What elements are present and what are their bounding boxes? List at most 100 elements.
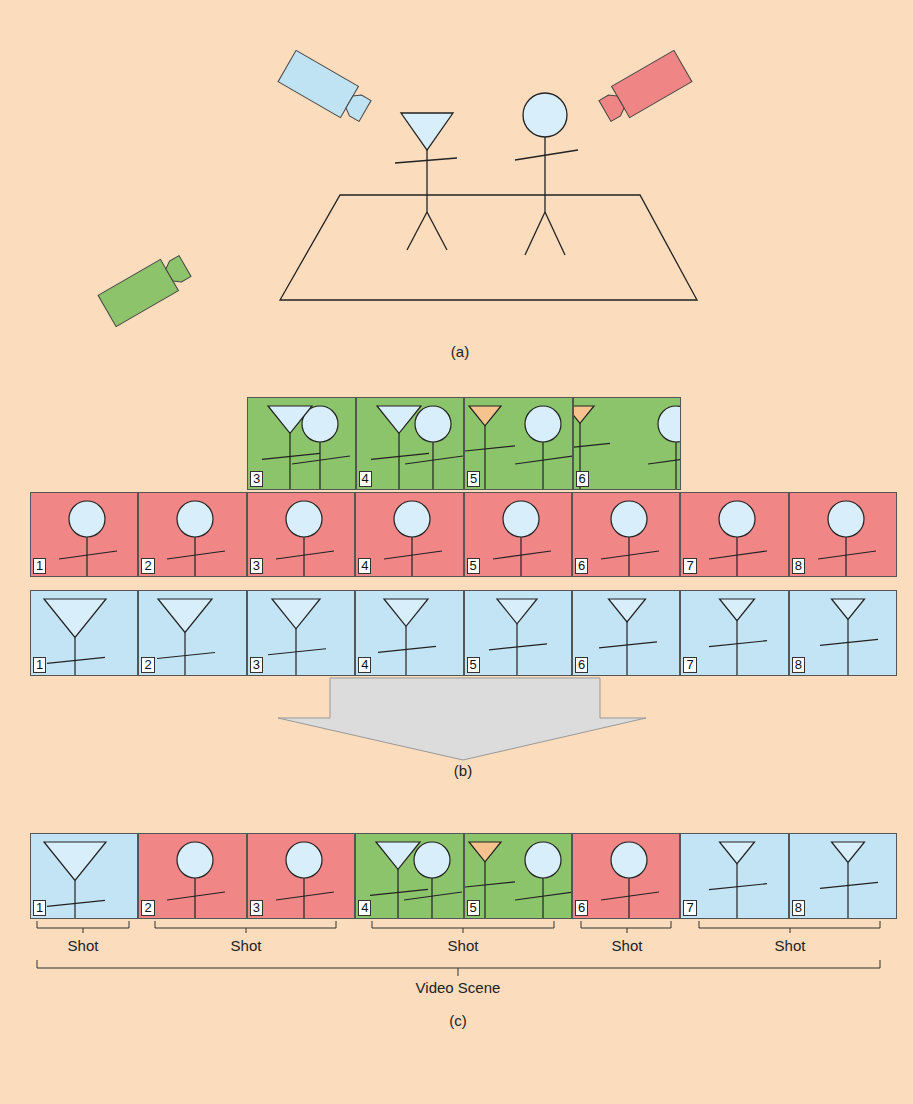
video-frame: 8 bbox=[789, 492, 897, 577]
stick-figure bbox=[515, 842, 572, 919]
stick-figure bbox=[489, 599, 547, 676]
scene-label: Video Scene bbox=[416, 979, 501, 997]
actor-triangle bbox=[395, 113, 457, 250]
stick-figure bbox=[404, 842, 462, 919]
frame-picture bbox=[573, 493, 680, 577]
frame-picture bbox=[681, 591, 788, 676]
scene-floor bbox=[280, 195, 697, 300]
frame-number: 3 bbox=[250, 900, 263, 916]
frame-picture bbox=[356, 493, 463, 577]
video-frame: 1 bbox=[30, 833, 138, 919]
stick-figure bbox=[44, 599, 106, 676]
video-frame: 4 bbox=[355, 492, 463, 577]
frame-picture bbox=[465, 398, 573, 490]
panel-label: (c) bbox=[449, 1012, 467, 1030]
frame-picture bbox=[790, 591, 897, 676]
merge-arrow bbox=[278, 678, 646, 760]
camera-green bbox=[98, 250, 194, 326]
shot-label: Shot bbox=[68, 937, 99, 955]
video-frame: 6 bbox=[573, 397, 682, 490]
frame-number: 3 bbox=[250, 657, 263, 673]
stick-figure bbox=[59, 501, 117, 577]
frame-picture bbox=[465, 493, 572, 577]
stick-figure bbox=[515, 406, 573, 490]
stick-figure bbox=[818, 501, 876, 577]
frame-picture bbox=[681, 493, 788, 577]
frame-picture bbox=[31, 591, 138, 676]
video-frame: 5 bbox=[464, 492, 572, 577]
stick-figure bbox=[599, 599, 657, 676]
video-frame: 8 bbox=[789, 590, 897, 676]
stick-figure bbox=[276, 842, 334, 919]
video-frame: 4 bbox=[355, 833, 463, 919]
frame-number: 3 bbox=[250, 471, 263, 487]
stick-figure bbox=[820, 842, 878, 919]
stick-figure bbox=[167, 842, 225, 919]
frame-picture bbox=[248, 591, 355, 676]
frame-picture bbox=[248, 398, 356, 490]
frame-number: 6 bbox=[575, 558, 588, 574]
video-frame: 5 bbox=[464, 590, 572, 676]
video-frame: 8 bbox=[789, 833, 897, 919]
stick-figure bbox=[648, 406, 682, 490]
video-frame: 4 bbox=[356, 397, 465, 490]
stick-figure bbox=[378, 599, 436, 676]
camera-red bbox=[596, 50, 692, 126]
stick-figure bbox=[405, 406, 463, 490]
stick-figure bbox=[709, 842, 767, 919]
video-frame: 6 bbox=[572, 833, 680, 919]
stick-figure bbox=[820, 599, 878, 676]
stick-figure bbox=[262, 406, 320, 490]
frame-picture bbox=[681, 834, 788, 919]
stick-figure bbox=[709, 501, 767, 577]
shot-label: Shot bbox=[612, 937, 643, 955]
frame-picture bbox=[465, 834, 572, 919]
frame-picture bbox=[139, 834, 246, 919]
stick-figure bbox=[157, 599, 215, 676]
frame-picture bbox=[356, 834, 463, 919]
frame-number: 3 bbox=[250, 558, 263, 574]
frame-number: 2 bbox=[141, 657, 154, 673]
stick-figure bbox=[276, 501, 334, 577]
stick-figure bbox=[167, 501, 225, 577]
video-frame: 6 bbox=[572, 590, 680, 676]
frame-picture bbox=[356, 591, 463, 676]
frame-picture bbox=[248, 834, 355, 919]
shot-label: Shot bbox=[775, 937, 806, 955]
actor-circle bbox=[515, 93, 578, 255]
stick-figure bbox=[709, 599, 767, 676]
frame-number: 5 bbox=[467, 558, 480, 574]
frame-picture bbox=[139, 591, 246, 676]
video-frame: 4 bbox=[355, 590, 463, 676]
stick-figure bbox=[574, 406, 610, 490]
video-frame: 7 bbox=[680, 833, 788, 919]
frame-picture bbox=[574, 398, 682, 490]
video-frame: 6 bbox=[572, 492, 680, 577]
frame-picture bbox=[790, 493, 897, 577]
shot-label: Shot bbox=[448, 937, 479, 955]
stick-figure bbox=[44, 842, 106, 919]
frame-number: 6 bbox=[576, 471, 589, 487]
frame-picture bbox=[31, 834, 138, 919]
frame-picture bbox=[573, 834, 680, 919]
video-frame: 1 bbox=[30, 492, 138, 577]
video-frame: 5 bbox=[464, 397, 573, 490]
video-frame: 5 bbox=[464, 833, 572, 919]
frame-number: 4 bbox=[359, 471, 372, 487]
frame-number: 8 bbox=[792, 558, 805, 574]
frame-number: 4 bbox=[358, 900, 371, 916]
video-frame: 2 bbox=[138, 590, 246, 676]
frame-picture bbox=[31, 493, 138, 577]
scene-bracket bbox=[37, 960, 880, 976]
video-frame: 3 bbox=[247, 590, 355, 676]
frame-number: 6 bbox=[575, 657, 588, 673]
frame-number: 6 bbox=[575, 900, 588, 916]
shot-brackets bbox=[37, 921, 880, 933]
frame-number: 7 bbox=[683, 900, 696, 916]
camera-blue bbox=[278, 50, 374, 126]
panel-label: (b) bbox=[454, 762, 472, 780]
video-frame: 7 bbox=[680, 590, 788, 676]
frame-picture bbox=[248, 493, 355, 577]
video-frame: 2 bbox=[138, 492, 246, 577]
